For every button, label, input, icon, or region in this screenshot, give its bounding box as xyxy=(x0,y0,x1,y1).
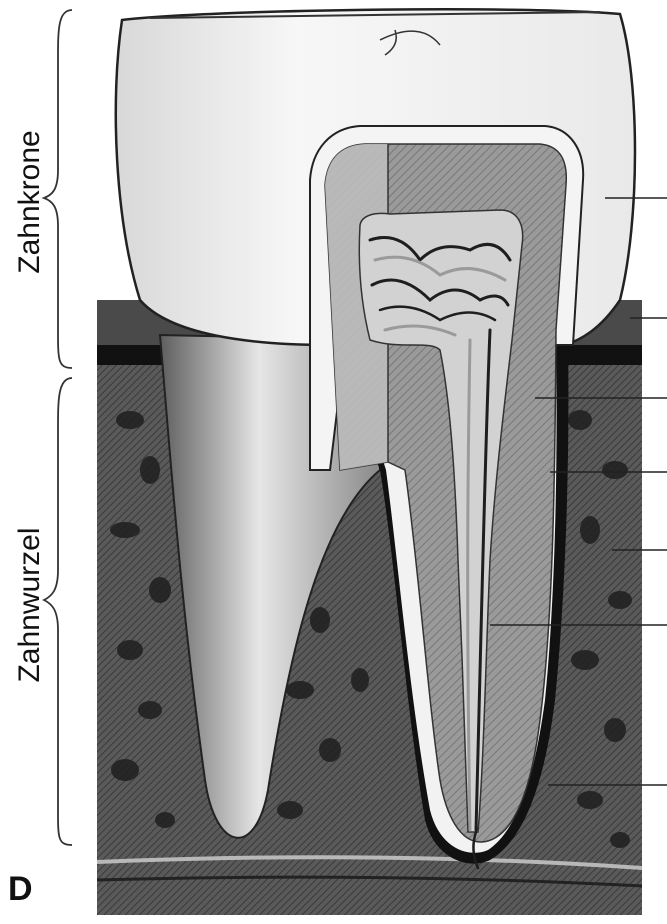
root-label: Zahnwurzel xyxy=(13,520,47,690)
panel-letter: D xyxy=(8,870,33,909)
root-brace xyxy=(44,378,72,845)
crown-brace xyxy=(44,10,72,368)
crown-label: Zahnkrone xyxy=(13,127,47,277)
